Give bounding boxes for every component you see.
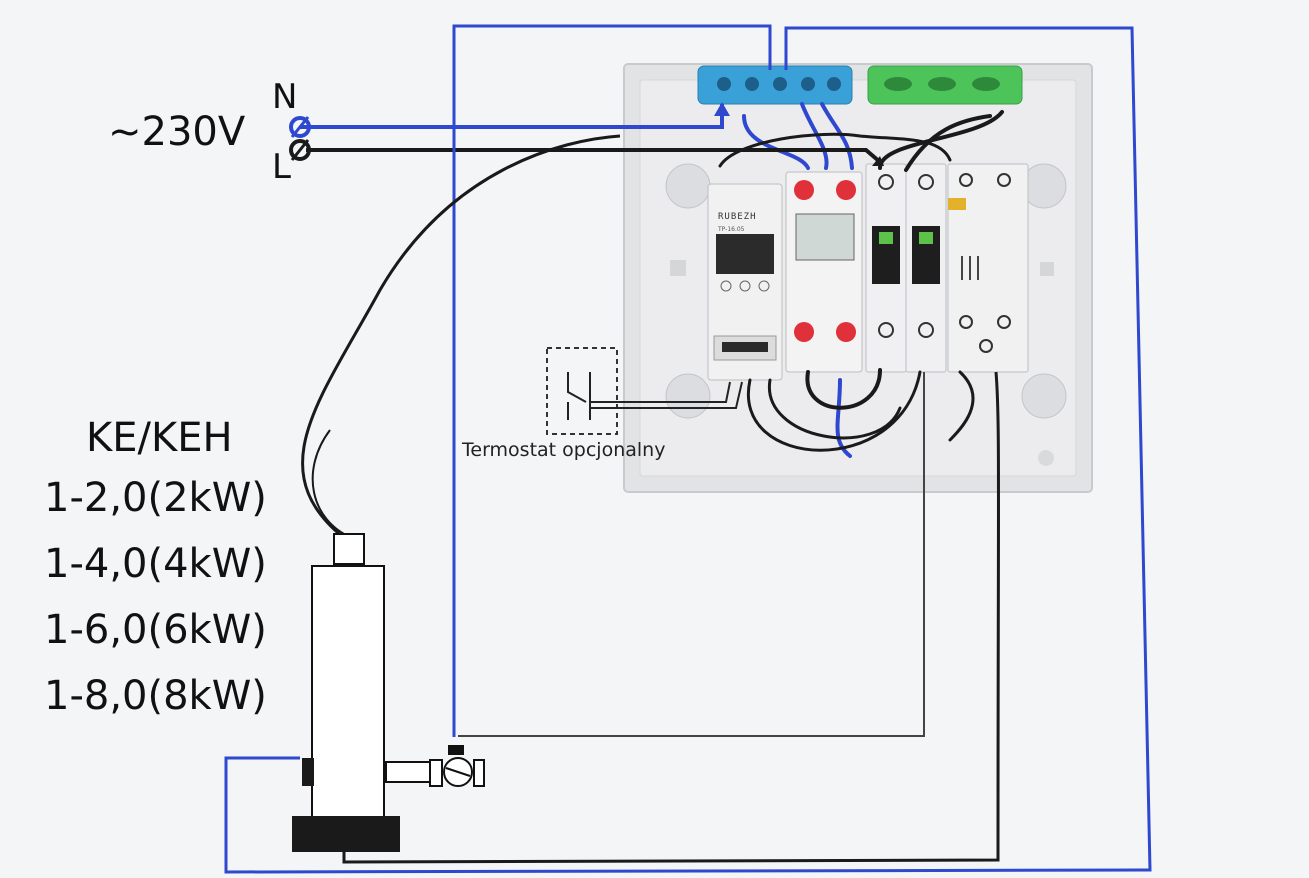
relay-brand-label: RUBEZH: [718, 212, 757, 222]
time-relay-module: [707, 183, 783, 381]
live-loop-wires: [301, 134, 1000, 864]
panel-internal-wiring: [718, 102, 1004, 458]
live-label: L: [272, 147, 291, 187]
contactor-module: [947, 163, 1029, 373]
thermostat-symbol: [546, 347, 743, 435]
thermostat-label: Termostat opcjonalny: [462, 439, 666, 461]
neutral-label: N: [272, 77, 298, 117]
neutral-busbar: [697, 65, 853, 105]
circuit-breaker-1: [865, 163, 907, 373]
energy-meter-module: [785, 171, 863, 373]
neutral-terminal: [289, 116, 311, 138]
relay-model-label: TP-16.05: [718, 226, 745, 233]
live-terminal: [289, 139, 311, 161]
heater-variant-8kw: 1-8,0(8kW): [44, 673, 267, 719]
pump-wire: [458, 372, 925, 737]
heater-variant-6kw: 1-6,0(6kW): [44, 607, 267, 653]
supply-wires: [300, 102, 884, 166]
heater-unit: [292, 533, 431, 852]
heater-model-label: KE/KEH: [86, 415, 233, 461]
heater-variant-4kw: 1-4,0(4kW): [44, 541, 267, 587]
heater-variant-2kw: 1-2,0(2kW): [44, 475, 267, 521]
pump-icon: [429, 745, 485, 787]
neutral-loop-wires: [224, 24, 1152, 874]
ground-busbar: [867, 65, 1023, 105]
supply-voltage-label: ~230V: [108, 109, 246, 155]
circuit-breaker-2: [905, 163, 947, 373]
